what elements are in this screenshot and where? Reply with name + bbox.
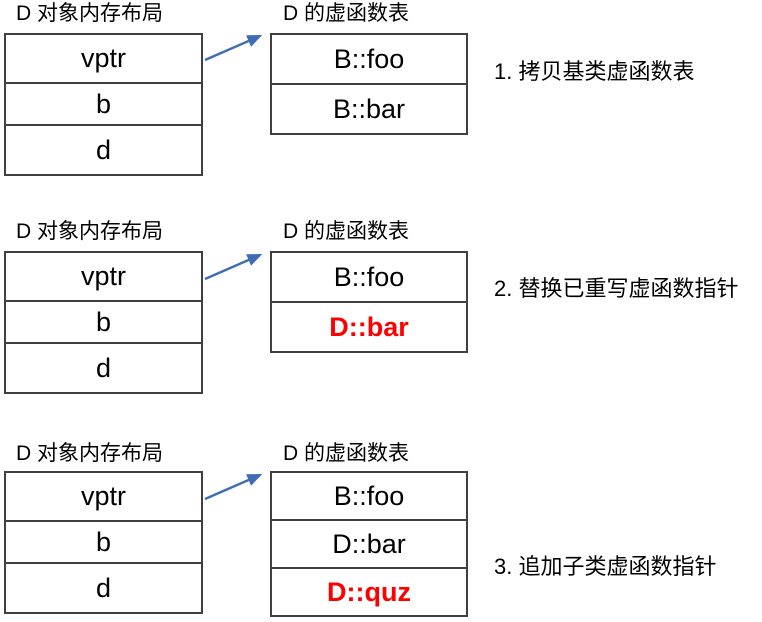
memory-cell-vptr: vptr [4,471,203,522]
memory-layout-title: D 对象内存布局 [16,442,163,465]
vtable-cell-foo: B::foo [270,471,468,521]
memory-cell-b: b [4,300,203,344]
step-annotation: 2. 替换已重写虚函数指针 [494,276,739,301]
memory-cell-vptr: vptr [4,251,203,302]
vtable-box: B::foo D::bar [270,251,468,353]
vtable-box: B::foo D::bar D::quz [270,471,468,617]
memory-layout-box: vptr b d [4,471,203,614]
memory-layout-title: D 对象内存布局 [16,2,163,25]
memory-cell-b: b [4,82,203,126]
vptr-arrow-step1 [204,34,263,62]
vtable-title: D 的虚函数表 [283,442,409,465]
vtable-title: D 的虚函数表 [283,220,409,243]
memory-cell-vptr: vptr [4,33,203,84]
memory-cell-d: d [4,124,203,176]
memory-layout-box: vptr b d [4,251,203,394]
memory-cell-d: d [4,342,203,394]
vptr-arrow-step2 [204,253,263,281]
step-annotation: 1. 拷贝基类虚函数表 [494,59,695,84]
vptr-arrow-step3 [204,473,263,501]
vtable-box: B::foo B::bar [270,33,468,135]
vtable-cell-bar-overridden: D::bar [270,301,468,353]
vtable-cell-quz-appended: D::quz [270,567,468,617]
memory-layout-title: D 对象内存布局 [16,220,163,243]
vtable-cell-bar: B::bar [270,83,468,135]
vtable-cell-foo: B::foo [270,251,468,303]
memory-layout-box: vptr b d [4,33,203,176]
memory-cell-d: d [4,562,203,614]
vtable-title: D 的虚函数表 [283,2,409,25]
vtable-cell-bar: D::bar [270,519,468,569]
memory-cell-b: b [4,520,203,564]
step-annotation: 3. 追加子类虚函数指针 [494,554,717,579]
vtable-cell-foo: B::foo [270,33,468,85]
